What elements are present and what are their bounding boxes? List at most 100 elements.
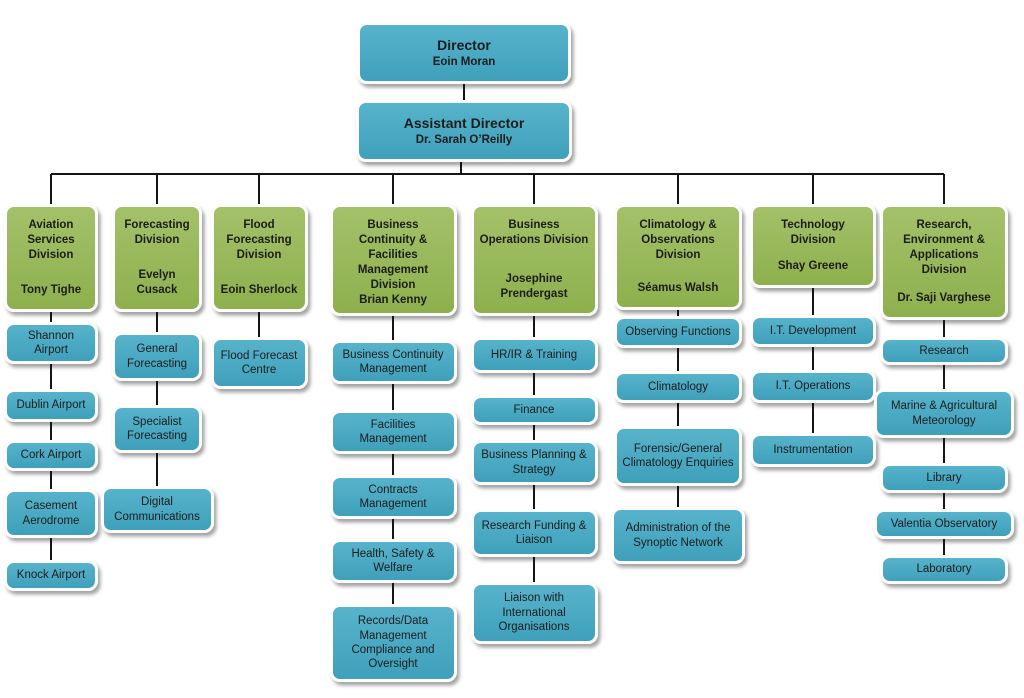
connector-line — [156, 174, 158, 204]
connector-line — [392, 316, 394, 340]
connector-line — [533, 373, 535, 395]
connector-line — [533, 557, 535, 582]
unit-box-cork-airport: Cork Airport — [4, 440, 98, 471]
connector-line — [677, 174, 679, 204]
connector-line — [533, 485, 535, 509]
division-title: Business Operations Division — [479, 219, 589, 246]
connector-line — [677, 486, 679, 507]
division-title: Flood Forecasting Division — [226, 219, 292, 261]
unit-box-business-planning-strategy: Business Planning & Strategy — [470, 440, 598, 485]
unit-box-shannon-airport: Shannon Airport — [4, 322, 98, 364]
unit-box-health-safety-welfare: Health, Safety & Welfare — [329, 539, 457, 583]
connector-line — [943, 493, 945, 509]
connector-line — [50, 538, 52, 560]
division-head-name: Séamus Walsh — [637, 282, 719, 295]
director-box: Director Eoin Moran — [357, 22, 571, 84]
unit-box-instrumentation: Instrumentation — [750, 433, 876, 467]
division-head-name: Eoin Sherlock — [220, 284, 298, 297]
unit-box-observing-functions: Observing Functions — [614, 316, 742, 348]
unit-box-laboratory: Laboratory — [880, 555, 1008, 584]
division-title: Climatology & Observations Division — [639, 219, 717, 261]
director-name: Eoin Moran — [432, 55, 496, 68]
connector-line — [943, 539, 945, 555]
connector-line — [51, 173, 944, 175]
connector-line — [392, 384, 394, 410]
unit-box-facilities-management: Facilities Management — [329, 410, 457, 454]
unit-box-climatology: Climatology — [614, 371, 742, 403]
connector-line — [50, 174, 52, 204]
unit-box-casement-aerodrome: Casement Aerodrome — [4, 489, 98, 538]
connector-line — [392, 454, 394, 475]
unit-box-digital-communications: Digital Communications — [100, 486, 214, 533]
division-box-business-continuity-facilities-managemen: Business Continuity & Facilities Managem… — [329, 204, 457, 316]
division-title: Technology Division — [781, 219, 845, 246]
unit-box-library: Library — [880, 463, 1008, 493]
connector-line — [533, 316, 535, 337]
division-box-research-environment-applications-divisi: Research, Environment & Applications Div… — [880, 204, 1008, 320]
unit-box-contracts-management: Contracts Management — [329, 475, 457, 519]
connector-line — [533, 174, 535, 204]
unit-box-finance: Finance — [470, 395, 598, 425]
division-title: Forecasting Division — [124, 219, 190, 246]
unit-box-knock-airport: Knock Airport — [4, 560, 98, 591]
connector-line — [392, 174, 394, 204]
division-title: Business Continuity & Facilities Managem… — [357, 219, 429, 291]
director-title: Director — [437, 36, 491, 53]
connector-line — [258, 312, 260, 337]
connector-line — [943, 438, 945, 463]
unit-box-administration-of-the-synoptic-network: Administration of the Synoptic Network — [611, 507, 745, 564]
connector-line — [812, 403, 814, 433]
connector-line — [50, 364, 52, 389]
connector-line — [677, 310, 679, 316]
connector-line — [943, 365, 945, 389]
unit-box-dublin-airport: Dublin Airport — [4, 389, 98, 422]
unit-box-forensic-general-climatology-enquiries: Forensic/General Climatology Enquiries — [614, 426, 742, 486]
unit-box-hr-ir-training: HR/IR & Training — [470, 337, 598, 373]
connector-line — [533, 425, 535, 440]
unit-box-records-data-management-compliance-and-o: Records/Data Management Compliance and O… — [329, 604, 457, 682]
unit-box-research-funding-liaison: Research Funding & Liaison — [470, 509, 598, 557]
connector-line — [392, 583, 394, 604]
division-title: Research, Environment & Applications Div… — [903, 219, 985, 276]
connector-line — [943, 320, 945, 337]
unit-box-i-t-development: I.T. Development — [750, 315, 876, 347]
division-head-name: Dr. Saji Varghese — [897, 292, 991, 305]
connector-line — [50, 312, 52, 322]
division-head-name: Tony Tighe — [20, 284, 82, 297]
connector-line — [677, 348, 679, 371]
unit-box-business-continuity-management: Business Continuity Management — [329, 340, 457, 384]
connector-line — [812, 288, 814, 315]
connector-line — [460, 162, 462, 174]
unit-box-valentia-observatory: Valentia Observatory — [874, 509, 1014, 539]
connector-line — [156, 312, 158, 332]
assistant-director-box: Assistant Director Dr. Sarah O’Reilly — [356, 100, 572, 162]
connector-line — [156, 381, 158, 405]
unit-box-research: Research — [880, 337, 1008, 365]
division-head-name: Shay Greene — [777, 260, 849, 273]
unit-box-general-forecasting: General Forecasting — [112, 332, 202, 381]
division-head-name: Brian Kenny — [359, 293, 427, 306]
assistant-director-title: Assistant Director — [403, 114, 525, 131]
connector-line — [392, 519, 394, 539]
connector-line — [812, 174, 814, 204]
division-title: Aviation Services Division — [27, 219, 75, 261]
unit-box-marine-agricultural-meteorology: Marine & Agricultural Meteorology — [874, 389, 1014, 438]
assistant-director-name: Dr. Sarah O’Reilly — [415, 133, 513, 146]
division-head-name: Evelyn Cusack — [136, 269, 178, 297]
connector-line — [156, 453, 158, 486]
unit-box-i-t-operations: I.T. Operations — [750, 370, 876, 403]
connector-line — [463, 84, 465, 100]
connector-line — [812, 347, 814, 370]
connector-line — [677, 403, 679, 426]
unit-box-specialist-forecasting: Specialist Forecasting — [112, 405, 202, 453]
division-head-name: Josephine Prendergast — [500, 273, 568, 301]
connector-line — [50, 422, 52, 440]
unit-box-liaison-with-international-organisations: Liaison with International Organisations — [470, 582, 598, 644]
